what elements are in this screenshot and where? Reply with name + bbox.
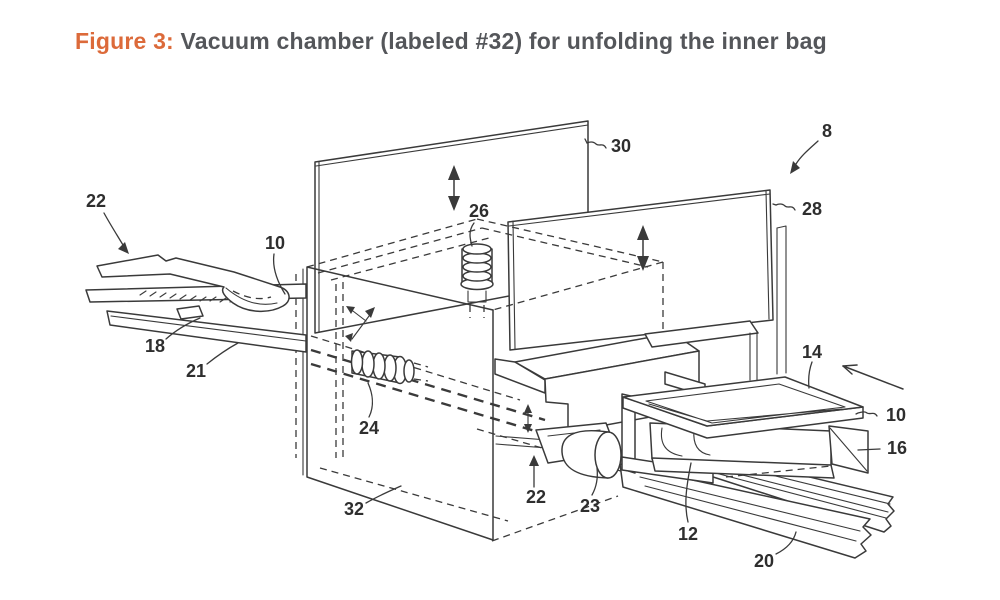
tray-assembly xyxy=(621,376,869,484)
direction-arrow-icon xyxy=(842,364,904,390)
support-post xyxy=(776,225,787,375)
ref-label-32: 32 xyxy=(344,499,364,519)
figure-caption-text: Vacuum chamber (labeled #32) for unfoldi… xyxy=(173,28,827,54)
gap-arrow-icon xyxy=(524,404,532,433)
infeed-rail-21 xyxy=(106,310,307,353)
up-down-arrow-28-icon xyxy=(637,225,649,271)
roller-23 xyxy=(561,430,622,479)
ref-label-24: 24 xyxy=(359,418,379,438)
clamp-bracket-18 xyxy=(176,305,204,320)
ref-label-12: 12 xyxy=(678,524,698,544)
vacuum-chamber-32 xyxy=(295,218,664,541)
ref-label-14: 14 xyxy=(802,342,822,362)
reference-numerals: 22 10 26 30 8 28 18 21 24 32 22 23 14 10… xyxy=(86,121,907,571)
ref-label-28: 28 xyxy=(802,199,822,219)
ref-label-30: 30 xyxy=(611,136,631,156)
ref-label-8: 8 xyxy=(822,121,832,141)
ref-label-22-bottom: 22 xyxy=(526,487,546,507)
figure-caption-prefix: Figure 3: xyxy=(75,28,174,54)
figure-caption: Figure 3: Vacuum chamber (labeled #32) f… xyxy=(75,26,905,56)
ref-label-26: 26 xyxy=(469,201,489,221)
ref-label-10-left: 10 xyxy=(265,233,285,253)
leader-lines xyxy=(103,138,904,555)
ref-label-22-left: 22 xyxy=(86,191,106,211)
up-down-arrow-30-icon xyxy=(448,165,460,211)
infeed-sheets xyxy=(85,254,307,353)
ref-label-20: 20 xyxy=(754,551,774,571)
ref-label-23: 23 xyxy=(580,496,600,516)
flattened-bag xyxy=(96,254,290,312)
unfold-arrows-icon xyxy=(345,306,375,342)
ref-label-21: 21 xyxy=(186,361,206,381)
barrier-plate-28 xyxy=(507,189,787,375)
ref-label-18: 18 xyxy=(145,336,165,356)
hose-fitting-24 xyxy=(350,349,429,385)
ref-label-10-right: 10 xyxy=(886,405,906,425)
hose-fitting-26 xyxy=(460,243,494,318)
ref-label-16: 16 xyxy=(887,438,907,458)
